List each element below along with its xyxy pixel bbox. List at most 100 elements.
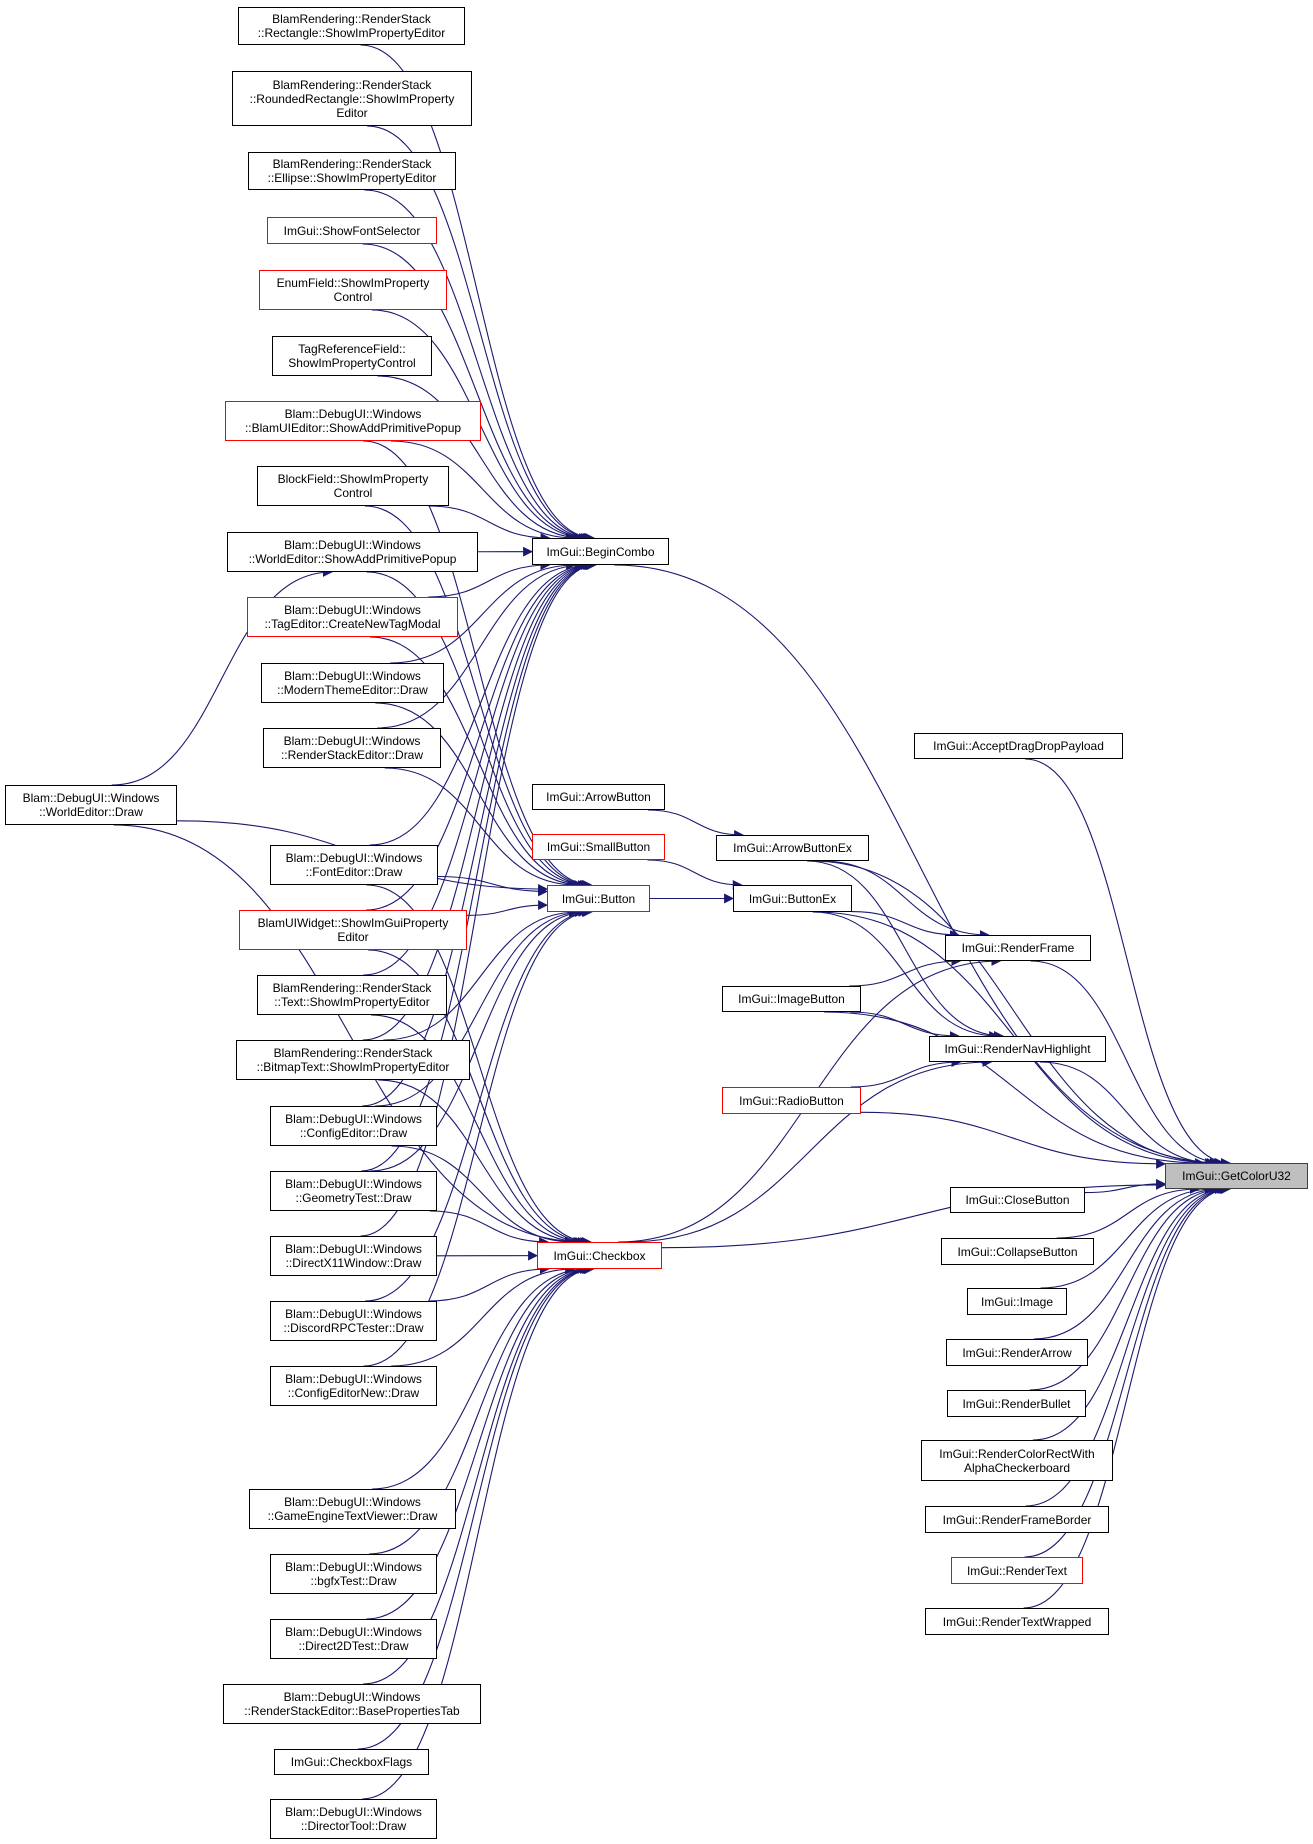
call-edge-n21-to-checkbox: [428, 1264, 550, 1302]
call-edge-arrowButtonEx-to-renderFrame: [821, 860, 990, 940]
graph-node-renderFrame[interactable]: ImGui::RenderFrame: [945, 935, 1091, 961]
graph-node-closeButton[interactable]: ImGui::CloseButton: [950, 1187, 1085, 1213]
call-edge-beginCombo-to-getColorU32: [614, 564, 1225, 1168]
graph-node-n1[interactable]: BlamRendering::RenderStack::Rectangle::S…: [238, 7, 465, 45]
call-edge-n25-to-checkbox: [366, 1264, 592, 1620]
graph-node-n18[interactable]: Blam::DebugUI::Windows::ConfigEditor::Dr…: [270, 1106, 437, 1146]
graph-node-arrowButtonEx[interactable]: ImGui::ArrowButtonEx: [716, 835, 869, 861]
node-label-line: ::RenderStackEditor::BasePropertiesTab: [244, 1704, 460, 1718]
node-label-line: ImGui::RenderText: [966, 1563, 1068, 1578]
graph-node-n11[interactable]: Blam::DebugUI::Windows::ModernThemeEdito…: [261, 663, 444, 703]
graph-node-n10[interactable]: Blam::DebugUI::Windows::TagEditor::Creat…: [247, 597, 458, 637]
graph-node-renderArrow[interactable]: ImGui::RenderArrow: [946, 1339, 1088, 1366]
graph-node-acceptDragDrop[interactable]: ImGui::AcceptDragDropPayload: [914, 733, 1123, 759]
call-edge-n14-to-beginCombo: [369, 560, 591, 846]
graph-node-n3[interactable]: BlamRendering::RenderStack::Ellipse::Sho…: [248, 152, 456, 190]
graph-node-renderBullet[interactable]: ImGui::RenderBullet: [947, 1390, 1086, 1417]
graph-node-collapseButton[interactable]: ImGui::CollapseButton: [941, 1238, 1094, 1265]
graph-node-n19[interactable]: Blam::DebugUI::Windows::GeometryTest::Dr…: [270, 1171, 437, 1211]
call-edge-arrowButtonEx-to-renderNavHighlight: [807, 860, 1004, 1041]
graph-node-n14[interactable]: Blam::DebugUI::Windows::FontEditor::Draw: [270, 845, 438, 885]
node-label-line: ImGui::Button: [561, 891, 636, 906]
graph-node-imageButton[interactable]: ImGui::ImageButton: [722, 986, 861, 1012]
node-label-line: ::DirectX11Window::Draw: [285, 1256, 422, 1270]
graph-node-checkbox[interactable]: ImGui::Checkbox: [537, 1242, 662, 1269]
node-label-line: ImGui::CloseButton: [965, 1193, 1070, 1207]
node-label-line: ImGui::RenderFrame: [961, 941, 1075, 955]
graph-node-n16[interactable]: BlamRendering::RenderStack::Text::ShowIm…: [257, 975, 447, 1015]
call-edge-n17-to-checkbox: [378, 1079, 584, 1247]
node-label-line: ImGui::RadioButton: [739, 1093, 844, 1108]
graph-node-n20[interactable]: Blam::DebugUI::Windows::DirectX11Window:…: [270, 1236, 437, 1276]
graph-node-buttonEx[interactable]: ImGui::ButtonEx: [733, 885, 852, 912]
graph-node-n22[interactable]: Blam::DebugUI::Windows::ConfigEditorNew:…: [270, 1366, 437, 1406]
graph-node-n25[interactable]: Blam::DebugUI::Windows::Direct2DTest::Dr…: [270, 1619, 437, 1659]
graph-node-arrowButton[interactable]: ImGui::ArrowButton: [532, 784, 665, 810]
graph-node-n4[interactable]: ImGui::ShowFontSelector: [267, 217, 437, 244]
call-edge-n10-to-beginCombo: [428, 560, 551, 598]
node-label-line: Blam::DebugUI::Windows: [285, 1112, 422, 1126]
node-label-line: ImGui::ShowFontSelector: [283, 223, 421, 238]
node-label-line: ImGui::RenderFrameBorder: [942, 1512, 1092, 1527]
node-label-line: ImGui::RenderArrow: [962, 1345, 1072, 1360]
graph-node-smallButton[interactable]: ImGui::SmallButton: [532, 834, 665, 860]
node-label-line: ::DirectorTool::Draw: [300, 1819, 407, 1833]
node-label-line: ::Ellipse::ShowImPropertyEditor: [267, 171, 437, 185]
graph-node-renderTextWrapped[interactable]: ImGui::RenderTextWrapped: [925, 1608, 1109, 1635]
graph-node-renderFrameBorder[interactable]: ImGui::RenderFrameBorder: [925, 1506, 1109, 1533]
graph-node-n13[interactable]: Blam::DebugUI::Windows::WorldEditor::Dra…: [5, 785, 177, 825]
graph-node-n26[interactable]: Blam::DebugUI::Windows::RenderStackEdito…: [223, 1684, 481, 1724]
graph-node-n24[interactable]: Blam::DebugUI::Windows::bgfxTest::Draw: [270, 1554, 437, 1594]
graph-node-n23[interactable]: Blam::DebugUI::Windows::GameEngineTextVi…: [249, 1489, 456, 1529]
call-edge-n15-to-beginCombo: [366, 560, 593, 911]
graph-node-n6[interactable]: TagReferenceField::ShowImPropertyControl: [272, 336, 432, 376]
node-label-line: Blam::DebugUI::Windows: [285, 1625, 422, 1639]
node-label-line: ImGui::ArrowButton: [546, 790, 651, 804]
call-edge-n13-to-checkbox: [113, 824, 586, 1247]
graph-node-n28[interactable]: Blam::DebugUI::Windows::DirectorTool::Dr…: [270, 1799, 437, 1839]
graph-node-button[interactable]: ImGui::Button: [547, 885, 650, 912]
graph-node-beginCombo[interactable]: ImGui::BeginCombo: [532, 538, 669, 565]
graph-node-n9[interactable]: Blam::DebugUI::Windows::WorldEditor::Sho…: [227, 532, 478, 572]
call-edge-n8-to-beginCombo: [428, 505, 551, 543]
call-edge-renderColorRect-to-getColorU32: [1032, 1184, 1228, 1441]
graph-node-n21[interactable]: Blam::DebugUI::Windows::DiscordRPCTester…: [270, 1301, 437, 1341]
graph-node-radioButton[interactable]: ImGui::RadioButton: [722, 1087, 861, 1114]
graph-node-n27[interactable]: ImGui::CheckboxFlags: [274, 1749, 429, 1775]
node-label-line: BlamRendering::RenderStack: [272, 157, 432, 171]
node-label-line: ::Rectangle::ShowImPropertyEditor: [257, 26, 446, 40]
node-label-line: ::ConfigEditorNew::Draw: [287, 1386, 420, 1400]
node-label-line: Blam::DebugUI::Windows: [285, 1560, 422, 1574]
node-label-line: ImGui::ButtonEx: [748, 891, 837, 906]
graph-node-n7[interactable]: Blam::DebugUI::Windows::BlamUIEditor::Sh…: [225, 401, 481, 441]
node-label-line: ::GameEngineTextViewer::Draw: [267, 1509, 438, 1523]
node-label-line: ShowImPropertyControl: [288, 356, 416, 370]
node-label-line: ImGui::CollapseButton: [957, 1244, 1078, 1259]
call-edge-n6-to-beginCombo: [377, 375, 585, 543]
node-label-line: Blam::DebugUI::Windows: [285, 851, 423, 865]
node-label-line: ImGui::RenderNavHighlight: [944, 1042, 1091, 1056]
graph-node-n2[interactable]: BlamRendering::RenderStack::RoundedRecta…: [232, 71, 472, 126]
graph-node-renderNavHighlight[interactable]: ImGui::RenderNavHighlight: [929, 1036, 1106, 1062]
call-edge-n15-to-checkbox: [368, 949, 591, 1247]
graph-node-image[interactable]: ImGui::Image: [967, 1288, 1067, 1315]
node-label-line: Blam::DebugUI::Windows: [284, 603, 421, 617]
node-label-line: BlamRendering::RenderStack: [272, 981, 432, 995]
graph-node-n12[interactable]: Blam::DebugUI::Windows::RenderStackEdito…: [263, 728, 441, 768]
graph-node-renderText[interactable]: ImGui::RenderText: [951, 1557, 1083, 1584]
node-label-line: ImGui::RenderColorRectWith: [939, 1446, 1095, 1461]
graph-node-n17[interactable]: BlamRendering::RenderStack::BitmapText::…: [236, 1040, 470, 1080]
node-label-line: ::TagEditor::CreateNewTagModal: [264, 617, 441, 631]
call-edge-renderTextWrapped-to-getColorU32: [1023, 1184, 1232, 1609]
call-edge-n8-to-button: [364, 505, 592, 890]
call-edge-n9-to-button: [366, 571, 590, 890]
call-edge-buttonEx-to-renderFrame: [851, 911, 960, 940]
node-label-line: Blam::DebugUI::Windows: [284, 669, 421, 683]
node-label-line: ImGui::GetColorU32: [1182, 1169, 1291, 1183]
node-label-line: ::BlamUIEditor::ShowAddPrimitivePopup: [244, 421, 462, 435]
